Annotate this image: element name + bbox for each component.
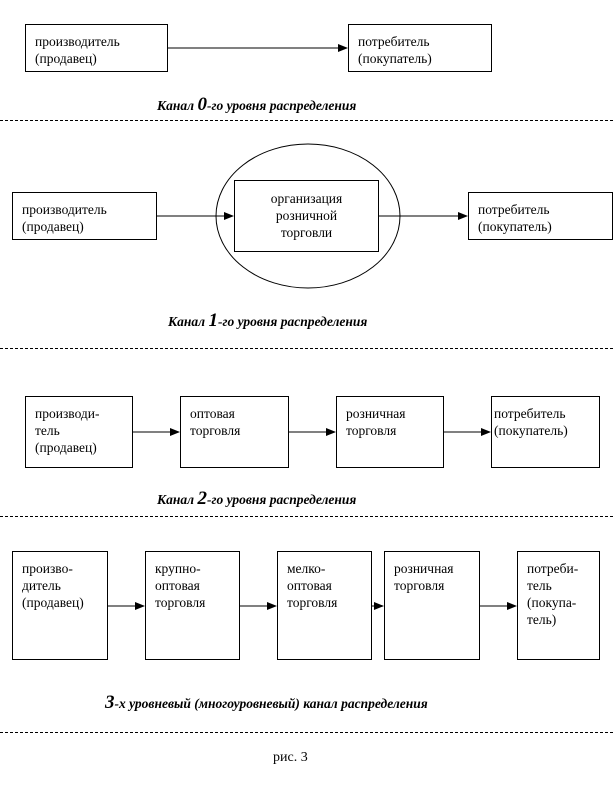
l3-large-wholesale-box: крупно- оптовая торговля [145, 551, 240, 660]
l1-caption: Канал 1-го уровня распределения [168, 310, 367, 332]
l3-retail-box: розничная торговля [384, 551, 480, 660]
l1-producer-box: производитель (продавец) [12, 192, 157, 240]
l2-caption-prefix: Канал [157, 492, 198, 507]
l1-consumer-box: потребитель (покупатель) [468, 192, 613, 240]
l3-caption-suffix: -х уровневый (многоуровневый) канал расп… [114, 696, 428, 711]
l2-consumer-box: потребитель (покупатель) [491, 396, 600, 468]
l2-caption-suffix: -го уровня распределения [206, 492, 357, 507]
l1-caption-prefix: Канал [168, 314, 209, 329]
l0-caption: Канал 0-го уровня распределения [157, 94, 356, 116]
l3-caption-num: 3 [105, 692, 115, 713]
l1-caption-num: 1 [208, 310, 218, 331]
l2-wholesale-box: оптовая торговля [180, 396, 289, 468]
l2-retail-box: розничная торговля [336, 396, 444, 468]
l2-producer-box: производи- тель (продавец) [25, 396, 133, 468]
l0-producer-box: производитель (продавец) [25, 24, 168, 72]
l0-consumer-box: потребитель (покупатель) [348, 24, 492, 72]
l3-consumer-box: потреби- тель (покупа- тель) [517, 551, 600, 660]
figure-caption: рис. 3 [273, 750, 308, 765]
divider-1 [0, 120, 613, 121]
l3-small-wholesale-box: мелко- оптовая торговля [277, 551, 372, 660]
l2-caption: Канал 2-го уровня распределения [157, 488, 356, 510]
l0-caption-num: 0 [197, 94, 207, 115]
l2-caption-num: 2 [197, 488, 207, 509]
divider-4 [0, 732, 613, 733]
l0-caption-suffix: -го уровня распределения [206, 98, 357, 113]
l3-producer-box: произво- дитель (продавец) [12, 551, 108, 660]
l1-caption-suffix: -го уровня распределения [217, 314, 368, 329]
divider-3 [0, 516, 613, 517]
l3-caption: 3-х уровневый (многоуровневый) канал рас… [105, 692, 428, 714]
divider-2 [0, 348, 613, 349]
l1-retail-org-box: организация розничной торговли [234, 180, 379, 252]
l0-caption-prefix: Канал [157, 98, 198, 113]
